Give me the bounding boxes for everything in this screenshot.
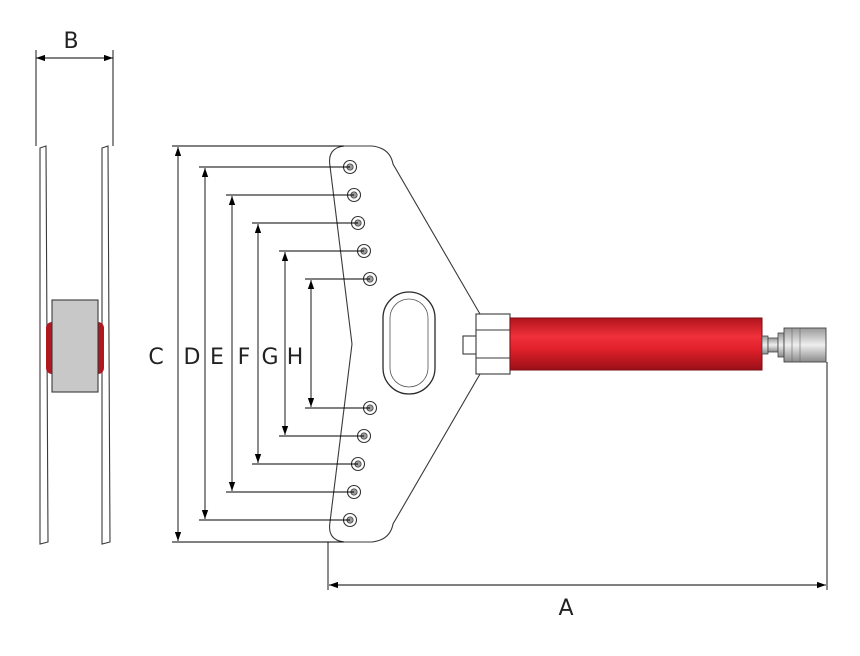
- side-view: [39, 145, 111, 545]
- label-e: E: [210, 345, 224, 370]
- dimension-labels: C D E F G H: [148, 345, 303, 370]
- dimension-g: [279, 250, 364, 437]
- dimension-e: [226, 194, 354, 493]
- dimension-h: [305, 278, 370, 409]
- side-plate-right: [101, 145, 111, 545]
- dimension-f: [252, 222, 358, 465]
- dimension-b: B: [35, 29, 114, 146]
- label-c: C: [148, 345, 163, 370]
- label-g: G: [261, 345, 278, 370]
- dimension-d: [199, 166, 350, 521]
- hydraulic-coupler-icon: [761, 327, 827, 363]
- bender-plate: [329, 145, 481, 543]
- dimension-c: [172, 145, 344, 543]
- label-b: B: [63, 29, 78, 54]
- plate-slot: [382, 291, 436, 395]
- dimension-a: A: [327, 362, 828, 621]
- cylinder-assembly: [462, 313, 827, 375]
- label-a: A: [558, 596, 573, 621]
- label-h: H: [287, 345, 304, 370]
- side-center-block: [51, 299, 99, 393]
- plate-slot-inner: [389, 298, 429, 388]
- label-f: F: [238, 345, 251, 370]
- nested-dimensions: [199, 166, 370, 521]
- side-plate-left: [39, 145, 49, 545]
- label-d: D: [184, 345, 201, 370]
- hydraulic-cylinder: [509, 317, 763, 371]
- cylinder-mount: [475, 313, 511, 375]
